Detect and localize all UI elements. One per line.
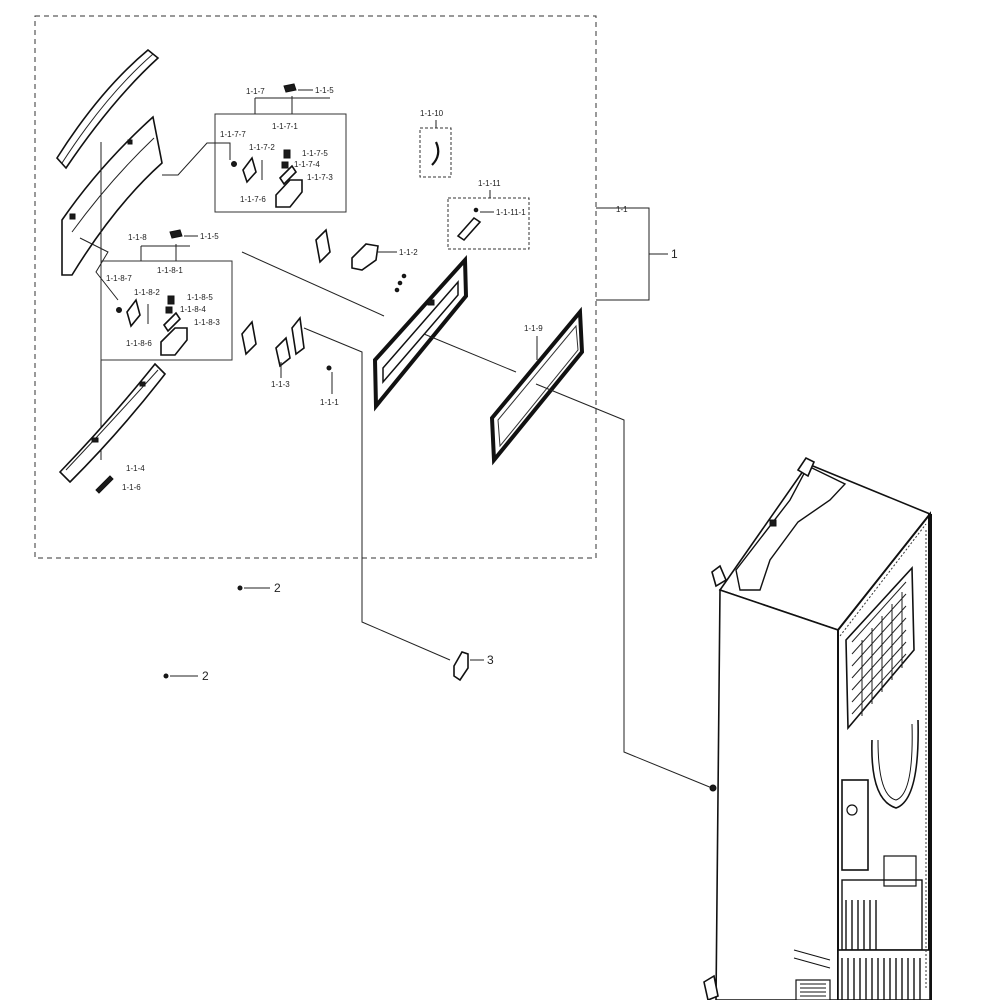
callout-1-1-9: 1-1-9 bbox=[524, 324, 543, 333]
callout-1-1-7-6: 1-1-7-6 bbox=[240, 195, 266, 204]
subassembly-box-1-1-10 bbox=[419, 127, 452, 178]
part-1-1-6 bbox=[95, 475, 114, 494]
top-trim-cap bbox=[55, 48, 160, 170]
subassembly-box-1-1-8 bbox=[100, 260, 233, 361]
condenser-grid bbox=[845, 565, 915, 731]
parts-1-1-8 bbox=[116, 295, 188, 356]
callout-1-1-7-4: 1-1-7-4 bbox=[294, 160, 320, 169]
callout-3: 3 bbox=[487, 653, 494, 667]
callout-1-1-3: 1-1-3 bbox=[271, 380, 290, 389]
screw-2-upper bbox=[237, 585, 270, 591]
callout-1-1-7-3: 1-1-7-3 bbox=[307, 173, 333, 182]
callout-1-1-5: 1-1-5 bbox=[315, 86, 334, 95]
callout-1-1-8-6: 1-1-8-6 bbox=[126, 339, 152, 348]
callout-1-1-11-1: 1-1-11-1 bbox=[496, 208, 526, 217]
callout-2-upper: 2 bbox=[274, 581, 281, 595]
callout-1-1-7: 1-1-7 bbox=[246, 87, 265, 96]
screw-1-1-1 bbox=[326, 365, 333, 394]
subassembly-box-1-1-11 bbox=[447, 197, 530, 250]
callout-1-1-11: 1-1-11 bbox=[478, 179, 501, 188]
callout-1-1-7-1: 1-1-7-1 bbox=[272, 122, 298, 131]
parts-1-1-7 bbox=[231, 149, 303, 208]
subassembly-box-1-1-7 bbox=[214, 113, 347, 213]
screw-2-lower bbox=[163, 673, 198, 679]
display-glass-1-1-9 bbox=[489, 306, 585, 466]
control-panel-frame bbox=[372, 254, 469, 412]
hinge-part-1-1-2 bbox=[315, 228, 407, 293]
callout-1-1-7-7: 1-1-7-7 bbox=[220, 130, 246, 139]
callout-1-1-8-5: 1-1-8-5 bbox=[187, 293, 213, 302]
callout-1-1-8-3: 1-1-8-3 bbox=[194, 318, 220, 327]
callout-1-1-8-4: 1-1-8-4 bbox=[180, 305, 206, 314]
screw-1-1-5 bbox=[283, 83, 297, 93]
screw-1-1-5-lower bbox=[169, 229, 183, 239]
callout-1-1-10: 1-1-10 bbox=[420, 109, 444, 118]
cable-1-1-10 bbox=[431, 141, 440, 166]
curved-frame bbox=[61, 115, 163, 276]
callout-1-1-7-2: 1-1-7-2 bbox=[249, 143, 275, 152]
callout-1-1-8-7: 1-1-8-7 bbox=[106, 274, 132, 283]
refrigerator-cabinet bbox=[703, 456, 932, 1000]
bottom-rail bbox=[58, 362, 167, 484]
callout-1-1-7-5: 1-1-7-5 bbox=[302, 149, 328, 158]
callout-1: 1 bbox=[671, 247, 678, 261]
callout-1-1-8: 1-1-8 bbox=[128, 233, 147, 242]
callout-1-1-4: 1-1-4 bbox=[126, 464, 145, 473]
callout-1-1-5-lower: 1-1-5 bbox=[200, 232, 219, 241]
callout-1-1: 1-1 bbox=[616, 205, 628, 214]
bracket-1-1 bbox=[596, 207, 668, 301]
callout-1-1-2: 1-1-2 bbox=[399, 248, 418, 257]
assembly-boundary bbox=[34, 15, 597, 559]
callout-1-1-8-2: 1-1-8-2 bbox=[134, 288, 160, 297]
callout-1-1-8-1: 1-1-8-1 bbox=[157, 266, 183, 275]
callout-1-1-6: 1-1-6 bbox=[122, 483, 141, 492]
callout-1-1-1: 1-1-1 bbox=[320, 398, 339, 407]
part-1-1-11 bbox=[456, 216, 482, 242]
hinge-part-1-1-3 bbox=[241, 316, 305, 368]
callout-2-lower: 2 bbox=[202, 669, 209, 683]
clip-part-3 bbox=[453, 651, 469, 682]
